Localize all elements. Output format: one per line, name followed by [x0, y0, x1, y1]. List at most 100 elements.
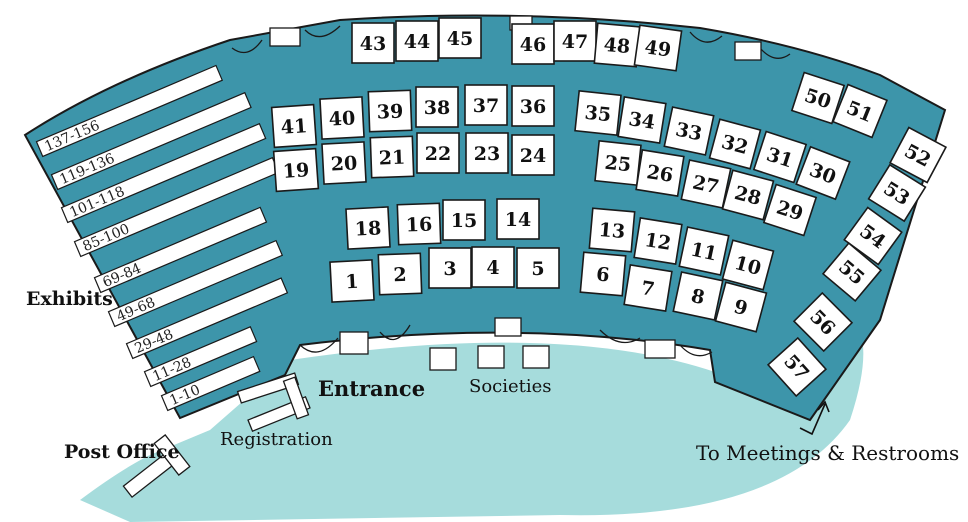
booth[interactable]: 54 [843, 206, 903, 266]
booth[interactable]: 57 [766, 336, 828, 398]
booth[interactable]: 14 [496, 198, 540, 240]
booth[interactable]: 48 [593, 22, 641, 68]
booth[interactable]: 9 [714, 281, 768, 333]
booth-box [321, 141, 367, 185]
exhibit-row-rect [50, 91, 252, 191]
exhibit-rows: 137-156119-136101-11885-10069-8449-6829-… [35, 64, 289, 412]
booth-box [579, 251, 627, 297]
booth[interactable]: 27 [680, 159, 732, 209]
booth[interactable]: 56 [792, 291, 854, 353]
booth-box [464, 84, 508, 126]
booth-box [795, 145, 851, 201]
booth[interactable]: 35 [574, 90, 622, 136]
booth[interactable]: 10 [721, 239, 775, 291]
booth[interactable]: 24 [511, 134, 555, 176]
booth[interactable]: 47 [553, 20, 597, 62]
booth[interactable]: 6 [579, 251, 627, 297]
booth-box [708, 118, 762, 170]
booth[interactable]: 1 [329, 259, 375, 303]
booth-box [270, 103, 318, 149]
booth-box [617, 96, 667, 144]
booth-box [867, 163, 927, 223]
booth[interactable]: 34 [617, 96, 667, 144]
booth[interactable]: 45 [438, 17, 482, 59]
booth[interactable]: 4 [471, 246, 515, 288]
booth-number: 6 [595, 263, 610, 286]
society-booth[interactable] [429, 347, 457, 371]
booth[interactable]: 26 [635, 149, 685, 197]
booth[interactable]: 32 [708, 118, 762, 170]
booth[interactable]: 5 [516, 247, 560, 289]
exhibit-row-rect [160, 355, 261, 412]
booth[interactable]: 23 [465, 132, 509, 174]
registration-desk[interactable] [282, 376, 310, 420]
booth[interactable]: 19 [272, 147, 320, 193]
booth-number: 2 [393, 264, 407, 286]
booth-number: 21 [378, 147, 405, 170]
society-booth[interactable] [477, 345, 505, 369]
booth[interactable]: 55 [821, 242, 883, 302]
booth[interactable]: 16 [396, 202, 442, 246]
booth-number: 47 [562, 31, 588, 53]
booth-box [821, 242, 883, 302]
booth[interactable]: 50 [790, 71, 846, 125]
booth[interactable]: 15 [442, 199, 486, 241]
booth[interactable]: 18 [345, 206, 391, 250]
booth[interactable]: 25 [594, 140, 642, 186]
booth[interactable]: 41 [270, 103, 318, 149]
booth-box [633, 217, 683, 265]
booth-box [396, 202, 442, 246]
booth[interactable]: 46 [511, 23, 555, 65]
booth[interactable]: 33 [663, 106, 715, 156]
booth-box [272, 147, 320, 193]
booth[interactable]: 36 [511, 85, 555, 127]
post-office [122, 434, 191, 499]
booth-number: 14 [505, 209, 531, 231]
booth[interactable]: 22 [416, 132, 460, 174]
booth[interactable]: 8 [672, 271, 724, 321]
booth[interactable]: 30 [795, 145, 851, 201]
booth[interactable]: 38 [415, 86, 459, 128]
booth[interactable]: 31 [752, 130, 808, 184]
booth-box [574, 90, 622, 136]
exhibit-row-rect [107, 239, 284, 328]
booth[interactable]: 52 [888, 126, 948, 184]
booth[interactable]: 11 [678, 226, 730, 276]
booth-box [442, 199, 486, 241]
booth[interactable]: 13 [588, 207, 636, 253]
post-office-label: Post Office [64, 441, 180, 463]
booth[interactable]: 43 [351, 22, 395, 64]
exhibits-label: Exhibits [26, 288, 113, 310]
booth[interactable]: 29 [762, 183, 818, 237]
booth-box [594, 140, 642, 186]
booth[interactable]: 20 [321, 141, 367, 185]
booth-box [766, 336, 828, 398]
post-office-counter[interactable] [153, 434, 191, 476]
booth[interactable]: 2 [377, 252, 423, 296]
booth[interactable]: 37 [464, 84, 508, 126]
booth-number: 13 [598, 219, 626, 243]
booth-box [635, 149, 685, 197]
registration-desk[interactable] [236, 372, 300, 404]
booth[interactable]: 39 [367, 89, 413, 133]
booth-number: 16 [405, 214, 432, 237]
booth-box [792, 291, 854, 353]
booth-number: 43 [360, 33, 386, 55]
booth[interactable]: 12 [633, 217, 683, 265]
booth-number: 35 [584, 102, 613, 127]
booth-box [367, 89, 413, 133]
society-booth[interactable] [522, 345, 550, 369]
booth-number: 34 [627, 108, 657, 134]
booth[interactable]: 21 [369, 135, 415, 179]
booth-box [790, 71, 846, 125]
booth[interactable]: 49 [633, 24, 683, 72]
booth[interactable]: 44 [395, 20, 439, 62]
booth[interactable]: 51 [831, 83, 889, 139]
booth-box [496, 198, 540, 240]
booth[interactable]: 3 [428, 247, 472, 289]
booth[interactable]: 40 [319, 96, 365, 140]
booth[interactable]: 28 [721, 169, 775, 221]
booth[interactable]: 7 [623, 264, 673, 312]
booth[interactable]: 53 [867, 163, 927, 223]
